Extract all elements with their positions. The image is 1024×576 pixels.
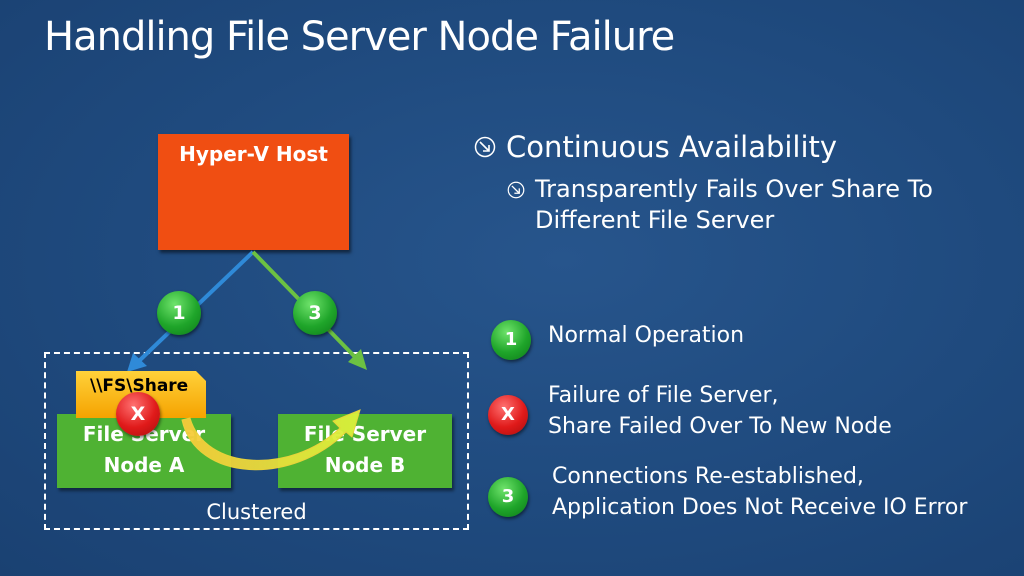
legend-3-line-2: Application Does Not Receive IO Error (552, 495, 968, 520)
bullet-arrow-icon (474, 136, 496, 158)
hyper-v-host-box: Hyper-V Host (158, 134, 349, 250)
legend-x-line-2: Share Failed Over To New Node (548, 414, 892, 439)
cluster-boundary: Clustered (44, 352, 469, 530)
node-b-line-2: Node B (324, 453, 406, 477)
step-1-badge: 1 (157, 291, 201, 335)
legend-badge-3: 3 (488, 477, 528, 517)
file-server-node-b: File Server Node B (278, 414, 452, 488)
failure-badge: X (116, 392, 160, 436)
bullet-sub: Transparently Fails Over Share To Differ… (507, 174, 985, 236)
share-label: \\FS\Share (90, 376, 189, 396)
legend-text-x: Failure of File Server, Share Failed Ove… (548, 380, 892, 442)
share-folder: \\FS\Share (76, 371, 206, 418)
bullet-arrow-icon (507, 181, 525, 199)
legend-text-3: Connections Re-established, Application … (552, 461, 967, 523)
host-label: Hyper-V Host (179, 142, 328, 166)
bullet-sub-text: Transparently Fails Over Share To Differ… (535, 175, 933, 234)
legend-badge-x: X (488, 395, 528, 435)
step-3-badge: 3 (293, 291, 337, 335)
legend-x-line-1: Failure of File Server, (548, 383, 779, 408)
legend-1-line-1: Normal Operation (548, 323, 745, 348)
legend-text-1: Normal Operation (548, 320, 744, 351)
bullet-main-text: Continuous Availability (506, 130, 838, 164)
slide-title: Handling File Server Node Failure (44, 14, 675, 60)
legend-3-line-1: Connections Re-established, (552, 464, 864, 489)
failover-curve (181, 409, 361, 471)
bullet-main: Continuous Availability (474, 130, 837, 164)
legend-badge-1: 1 (491, 320, 531, 360)
cluster-label: Clustered (206, 500, 307, 524)
node-a-line-2: Node A (103, 453, 185, 477)
